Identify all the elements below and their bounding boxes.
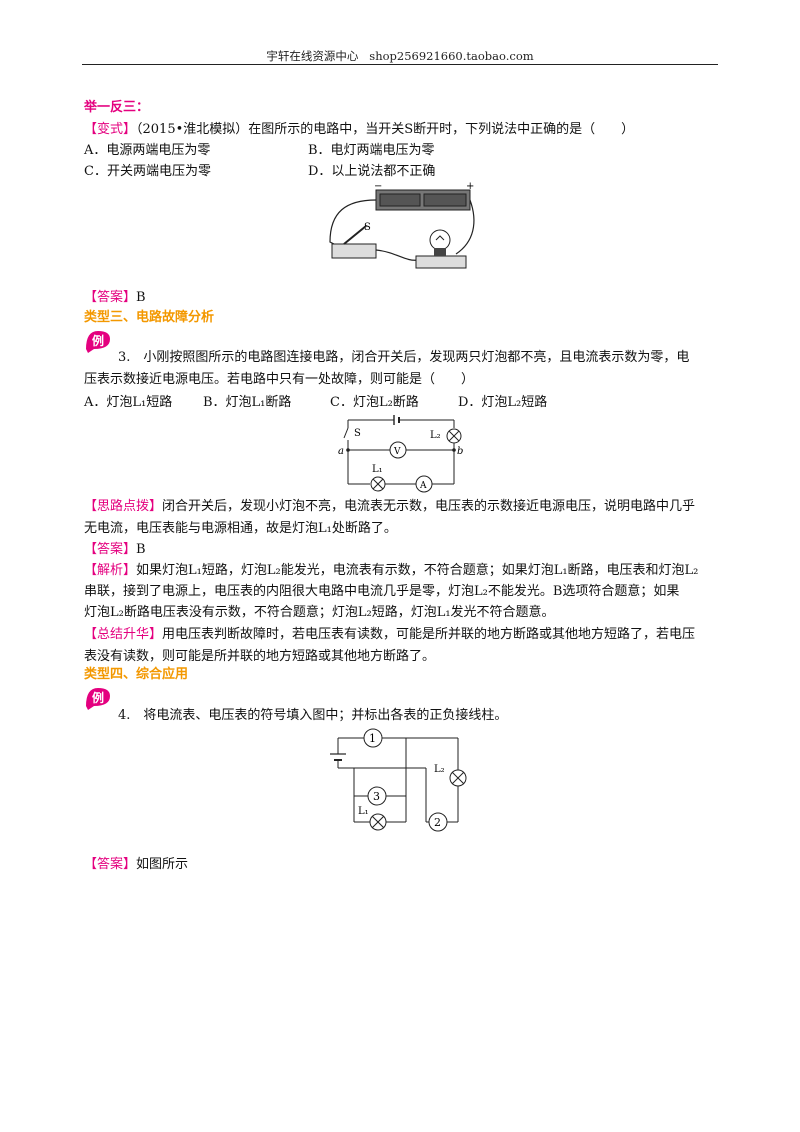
answer-3-tag: 【答案】	[84, 542, 137, 557]
analysis-line3: 灯泡L₂断路电压表没有示数，不符合题意；灯泡L₂短路，灯泡L₁发光不符合题意。	[84, 605, 555, 620]
question-4: 4. 将电流表、电压表的符号填入图中；并标出各表的正负接线柱。	[118, 708, 508, 723]
option-3a: A．灯泡L₁短路	[84, 395, 173, 410]
lamp-l2-label: L₂	[434, 764, 445, 775]
summary-text-1: 用电压表判断故障时，若电压表有读数，可能是所并联的地方断路或其他地方短路了，若电…	[162, 627, 696, 642]
section-title-application: 类型四、综合应用	[84, 667, 189, 682]
analysis-tag: 【解析】	[84, 563, 137, 578]
example-badge-4: 例	[86, 688, 110, 710]
fault-circuit-diagram: S L₂ V a b L₁ A	[338, 415, 463, 493]
option-3d: D．灯泡L₂短路	[458, 395, 548, 410]
answer-1-value: B	[136, 290, 146, 305]
answer-3-value: B	[136, 542, 146, 557]
section-title-practice: 举一反三：	[84, 100, 150, 115]
summary-line1: 【总结升华】用电压表判断故障时，若电压表有读数，可能是所并联的地方断路或其他地方…	[84, 625, 695, 645]
analysis-text-1: 如果灯泡L₁短路，灯泡L₂能发光，电流表有示数，不符合题意；如果灯泡L₁断路，电…	[136, 563, 699, 578]
circuit-photo-figure: − + S	[329, 182, 475, 269]
answer-1-tag: 【答案】	[84, 290, 137, 305]
voltmeter-label: V	[393, 447, 401, 457]
hint-line1: 【思路点拨】闭合开关后，发现小灯泡不亮，电流表无示数，电压表的示数接近电源电压，…	[84, 497, 695, 517]
badge-text-4: 例	[92, 690, 104, 705]
meter-circuit-diagram: 1 3 2 L₁ L₂	[330, 728, 467, 832]
meter-1-label: 1	[369, 732, 376, 745]
answer-1: 【答案】B	[84, 288, 146, 308]
lamp-l1-label: L₁	[358, 806, 369, 817]
hint-line2: 无电流，电压表能与电源相通，故是灯泡L₁处断路了。	[84, 521, 397, 536]
diagram-l2-label: L₂	[430, 430, 441, 441]
ammeter-label: A	[419, 481, 427, 491]
hint-text-1: 闭合开关后，发现小灯泡不亮，电流表无示数，电压表的示数接近电源电压，说明电路中几…	[162, 499, 696, 514]
header-shop: shop256921660.taobao.com	[369, 49, 534, 63]
battery-minus-label: −	[374, 182, 382, 192]
variant-question: （2015•淮北模拟）在图所示的电路中，当开关S断开时，下列说法中正确的是（ ）	[136, 122, 635, 137]
header-site: 宇轩在线资源中心	[266, 49, 359, 63]
switch-label: S	[364, 222, 371, 233]
answer-4-value: 如图所示	[136, 857, 189, 872]
option-b: B．电灯两端电压为零	[308, 143, 435, 158]
meter-3-label: 3	[373, 790, 380, 803]
page-header: 宇轩在线资源中心 shop256921660.taobao.com	[82, 48, 718, 64]
diagram-l1-label: L₁	[372, 464, 383, 475]
option-a: A．电源两端电压为零	[84, 143, 211, 158]
summary-line2: 表没有读数，则可能是所并联的地方短路或其他地方断路了。	[84, 649, 436, 664]
question-variant: 【变式】（2015•淮北模拟）在图所示的电路中，当开关S断开时，下列说法中正确的…	[84, 120, 634, 140]
option-3b: B．灯泡L₁断路	[203, 395, 292, 410]
analysis-line1: 【解析】如果灯泡L₁短路，灯泡L₂能发光，电流表有示数，不符合题意；如果灯泡L₁…	[84, 561, 698, 581]
option-3c: C．灯泡L₂断路	[330, 395, 419, 410]
analysis-line2: 串联，接到了电源上，电压表的内阻很大电路中电流几乎是零，灯泡L₂不能发光。B选项…	[84, 584, 680, 599]
badge-text-3: 例	[92, 333, 104, 348]
meter-2-label: 2	[434, 816, 441, 829]
question-3-line1: 3. 小刚按照图所示的电路图连接电路，闭合开关后，发现两只灯泡都不亮，且电流表示…	[118, 350, 690, 365]
example-badge-3: 例	[86, 331, 110, 353]
option-c: C．开关两端电压为零	[84, 164, 211, 179]
battery-plus-label: +	[466, 182, 474, 192]
answer-4: 【答案】如图所示	[84, 855, 188, 875]
node-a-label: a	[338, 446, 344, 457]
header-rule	[82, 64, 718, 65]
section-title-fault: 类型三、电路故障分析	[84, 310, 215, 325]
answer-4-tag: 【答案】	[84, 857, 137, 872]
diagram-s-label: S	[354, 428, 361, 439]
option-d: D．以上说法都不正确	[308, 164, 436, 179]
answer-3: 【答案】B	[84, 540, 146, 560]
summary-tag: 【总结升华】	[84, 627, 163, 642]
variant-tag: 【变式】	[84, 122, 137, 137]
hint-tag: 【思路点拨】	[84, 499, 163, 514]
node-b-label: b	[457, 446, 463, 457]
question-3-line2: 压表示数接近电源电压。若电路中只有一处故障，则可能是（ ）	[84, 372, 475, 387]
